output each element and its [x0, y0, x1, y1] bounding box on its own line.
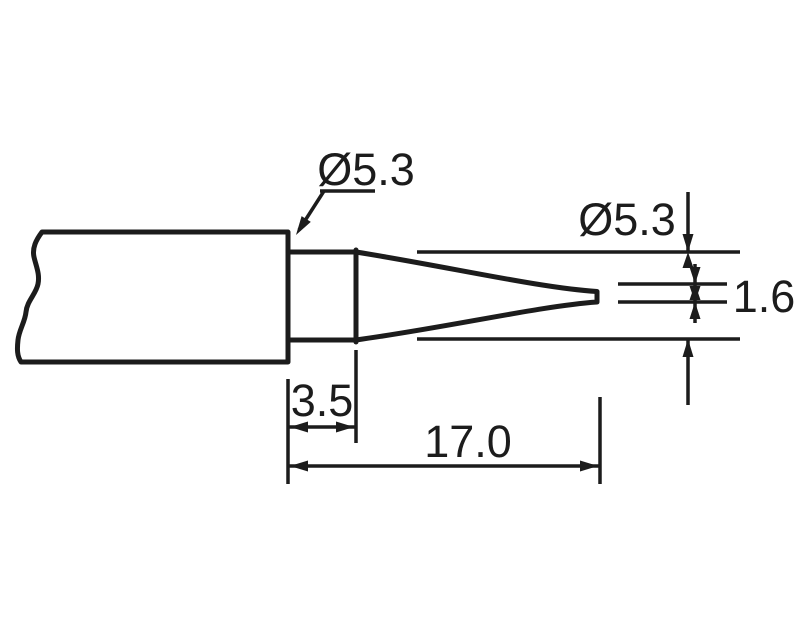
tip-arrowhead-outer-top	[689, 267, 701, 284]
label-collar-length: 3.5	[291, 375, 354, 426]
label-shank-diameter: Ø5.3	[578, 194, 676, 245]
dim-collar-diameter: Ø5.3	[296, 144, 415, 235]
shank-arrowhead-down	[682, 234, 694, 252]
shank-arrowhead-down-barbs	[682, 252, 694, 268]
dim-shank-diameter: Ø5.3	[417, 192, 740, 405]
tip-arrowhead-outer-bottom	[689, 302, 701, 319]
tip-arrowhead-inner-bottom	[689, 286, 701, 302]
collar-length-arrowhead-right	[336, 421, 354, 433]
collar-length-arrowhead-left	[290, 421, 308, 433]
label-cone-length: 17.0	[424, 416, 512, 467]
cone-length-arrowhead-right	[580, 460, 598, 472]
part-outline	[14, 229, 600, 365]
dim-cone-length: 17.0	[288, 397, 602, 484]
label-tip-end-diameter: 1.6	[733, 271, 796, 322]
cone-length-arrowhead-left	[290, 460, 308, 472]
dim-tip-end-diameter: 1.6	[618, 264, 795, 323]
label-collar-diameter: Ø5.3	[317, 144, 415, 195]
shank-arrowhead-up	[682, 339, 694, 357]
conical-tip	[353, 249, 600, 343]
handle-body	[14, 229, 291, 365]
leader-arrowhead	[296, 216, 311, 235]
